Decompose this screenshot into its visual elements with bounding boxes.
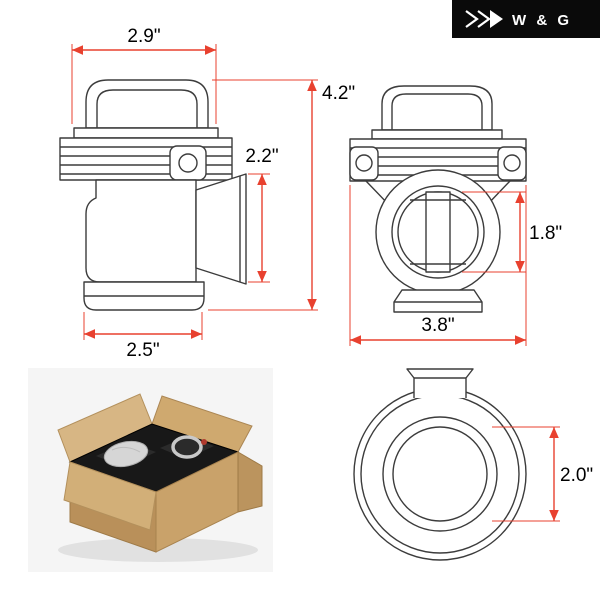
package-photo bbox=[28, 368, 273, 572]
inlet-tab bbox=[406, 368, 474, 398]
extension-lines bbox=[349, 185, 527, 346]
dim-label-side-total-height: 4.2" bbox=[322, 83, 355, 104]
chevron-3 bbox=[490, 10, 503, 28]
bottom-flange-front bbox=[393, 289, 483, 313]
side-view-drawing bbox=[59, 79, 247, 311]
dim-label-side-top-width: 2.9" bbox=[127, 26, 160, 47]
right-mount-hole bbox=[503, 154, 521, 172]
dim-top-inlet-diameter: 2.0" bbox=[492, 426, 593, 522]
clamp-part bbox=[171, 435, 203, 459]
inlet-outer-ring bbox=[353, 387, 527, 561]
box-right-flap bbox=[237, 451, 263, 513]
dim-side-bottom-width: 2.5" bbox=[83, 312, 203, 361]
outlet-flange bbox=[195, 173, 247, 285]
front-view-drawing bbox=[349, 85, 527, 313]
valve-dome bbox=[85, 79, 209, 129]
valve-dome-front-inner-line bbox=[391, 93, 483, 130]
extension-lines bbox=[208, 79, 318, 311]
rib-lines-front bbox=[350, 147, 526, 176]
dim-label-top-inlet-diameter: 2.0" bbox=[560, 465, 593, 486]
rib-lines bbox=[60, 146, 232, 175]
wrapped-valve-part bbox=[103, 440, 149, 468]
valve-body bbox=[85, 179, 197, 283]
chevron-2 bbox=[477, 10, 491, 28]
valve-dome-inner-line bbox=[96, 89, 198, 128]
top-view-drawing bbox=[353, 368, 527, 561]
valve-stem-bar bbox=[425, 191, 451, 273]
brand-logo-text: W & G bbox=[512, 12, 572, 29]
extension-lines bbox=[83, 312, 203, 340]
dim-label-side-bottom-width: 2.5" bbox=[126, 340, 159, 361]
dim-front-total-width: 3.8" bbox=[349, 185, 527, 346]
wrap-highlight bbox=[111, 446, 141, 453]
inlet-bore-circle bbox=[392, 426, 488, 522]
valve-stem-chords bbox=[410, 199, 466, 265]
boss-port-circle bbox=[178, 153, 198, 173]
dim-label-side-flange-height: 2.2" bbox=[245, 146, 278, 167]
extension-lines bbox=[248, 173, 270, 283]
chevron-1 bbox=[465, 10, 479, 28]
extension-lines bbox=[492, 426, 560, 522]
box-front-left-flap bbox=[63, 461, 157, 531]
dim-side-top-width: 2.9" bbox=[71, 26, 217, 124]
left-mount-hole bbox=[355, 154, 373, 172]
triple-chevron-right-icon bbox=[465, 10, 503, 28]
dim-label-front-valve-diameter: 1.8" bbox=[529, 223, 562, 244]
valve-dome-front bbox=[381, 85, 493, 131]
extension-lines bbox=[71, 44, 217, 124]
dim-side-total-height: 4.2" bbox=[208, 79, 355, 311]
dim-front-valve-diameter: 1.8" bbox=[462, 191, 562, 273]
inlet-third-ring bbox=[382, 416, 498, 532]
valve-lip bbox=[73, 127, 219, 139]
seal-part bbox=[201, 439, 207, 445]
valve-lip-front bbox=[371, 129, 503, 140]
dim-side-flange-height: 2.2" bbox=[245, 146, 279, 283]
valve-port-outer-circle bbox=[391, 185, 485, 279]
shipping-box bbox=[57, 393, 263, 553]
dim-label-front-total-width: 3.8" bbox=[421, 315, 454, 336]
brand-badge: W & G bbox=[452, 0, 600, 38]
